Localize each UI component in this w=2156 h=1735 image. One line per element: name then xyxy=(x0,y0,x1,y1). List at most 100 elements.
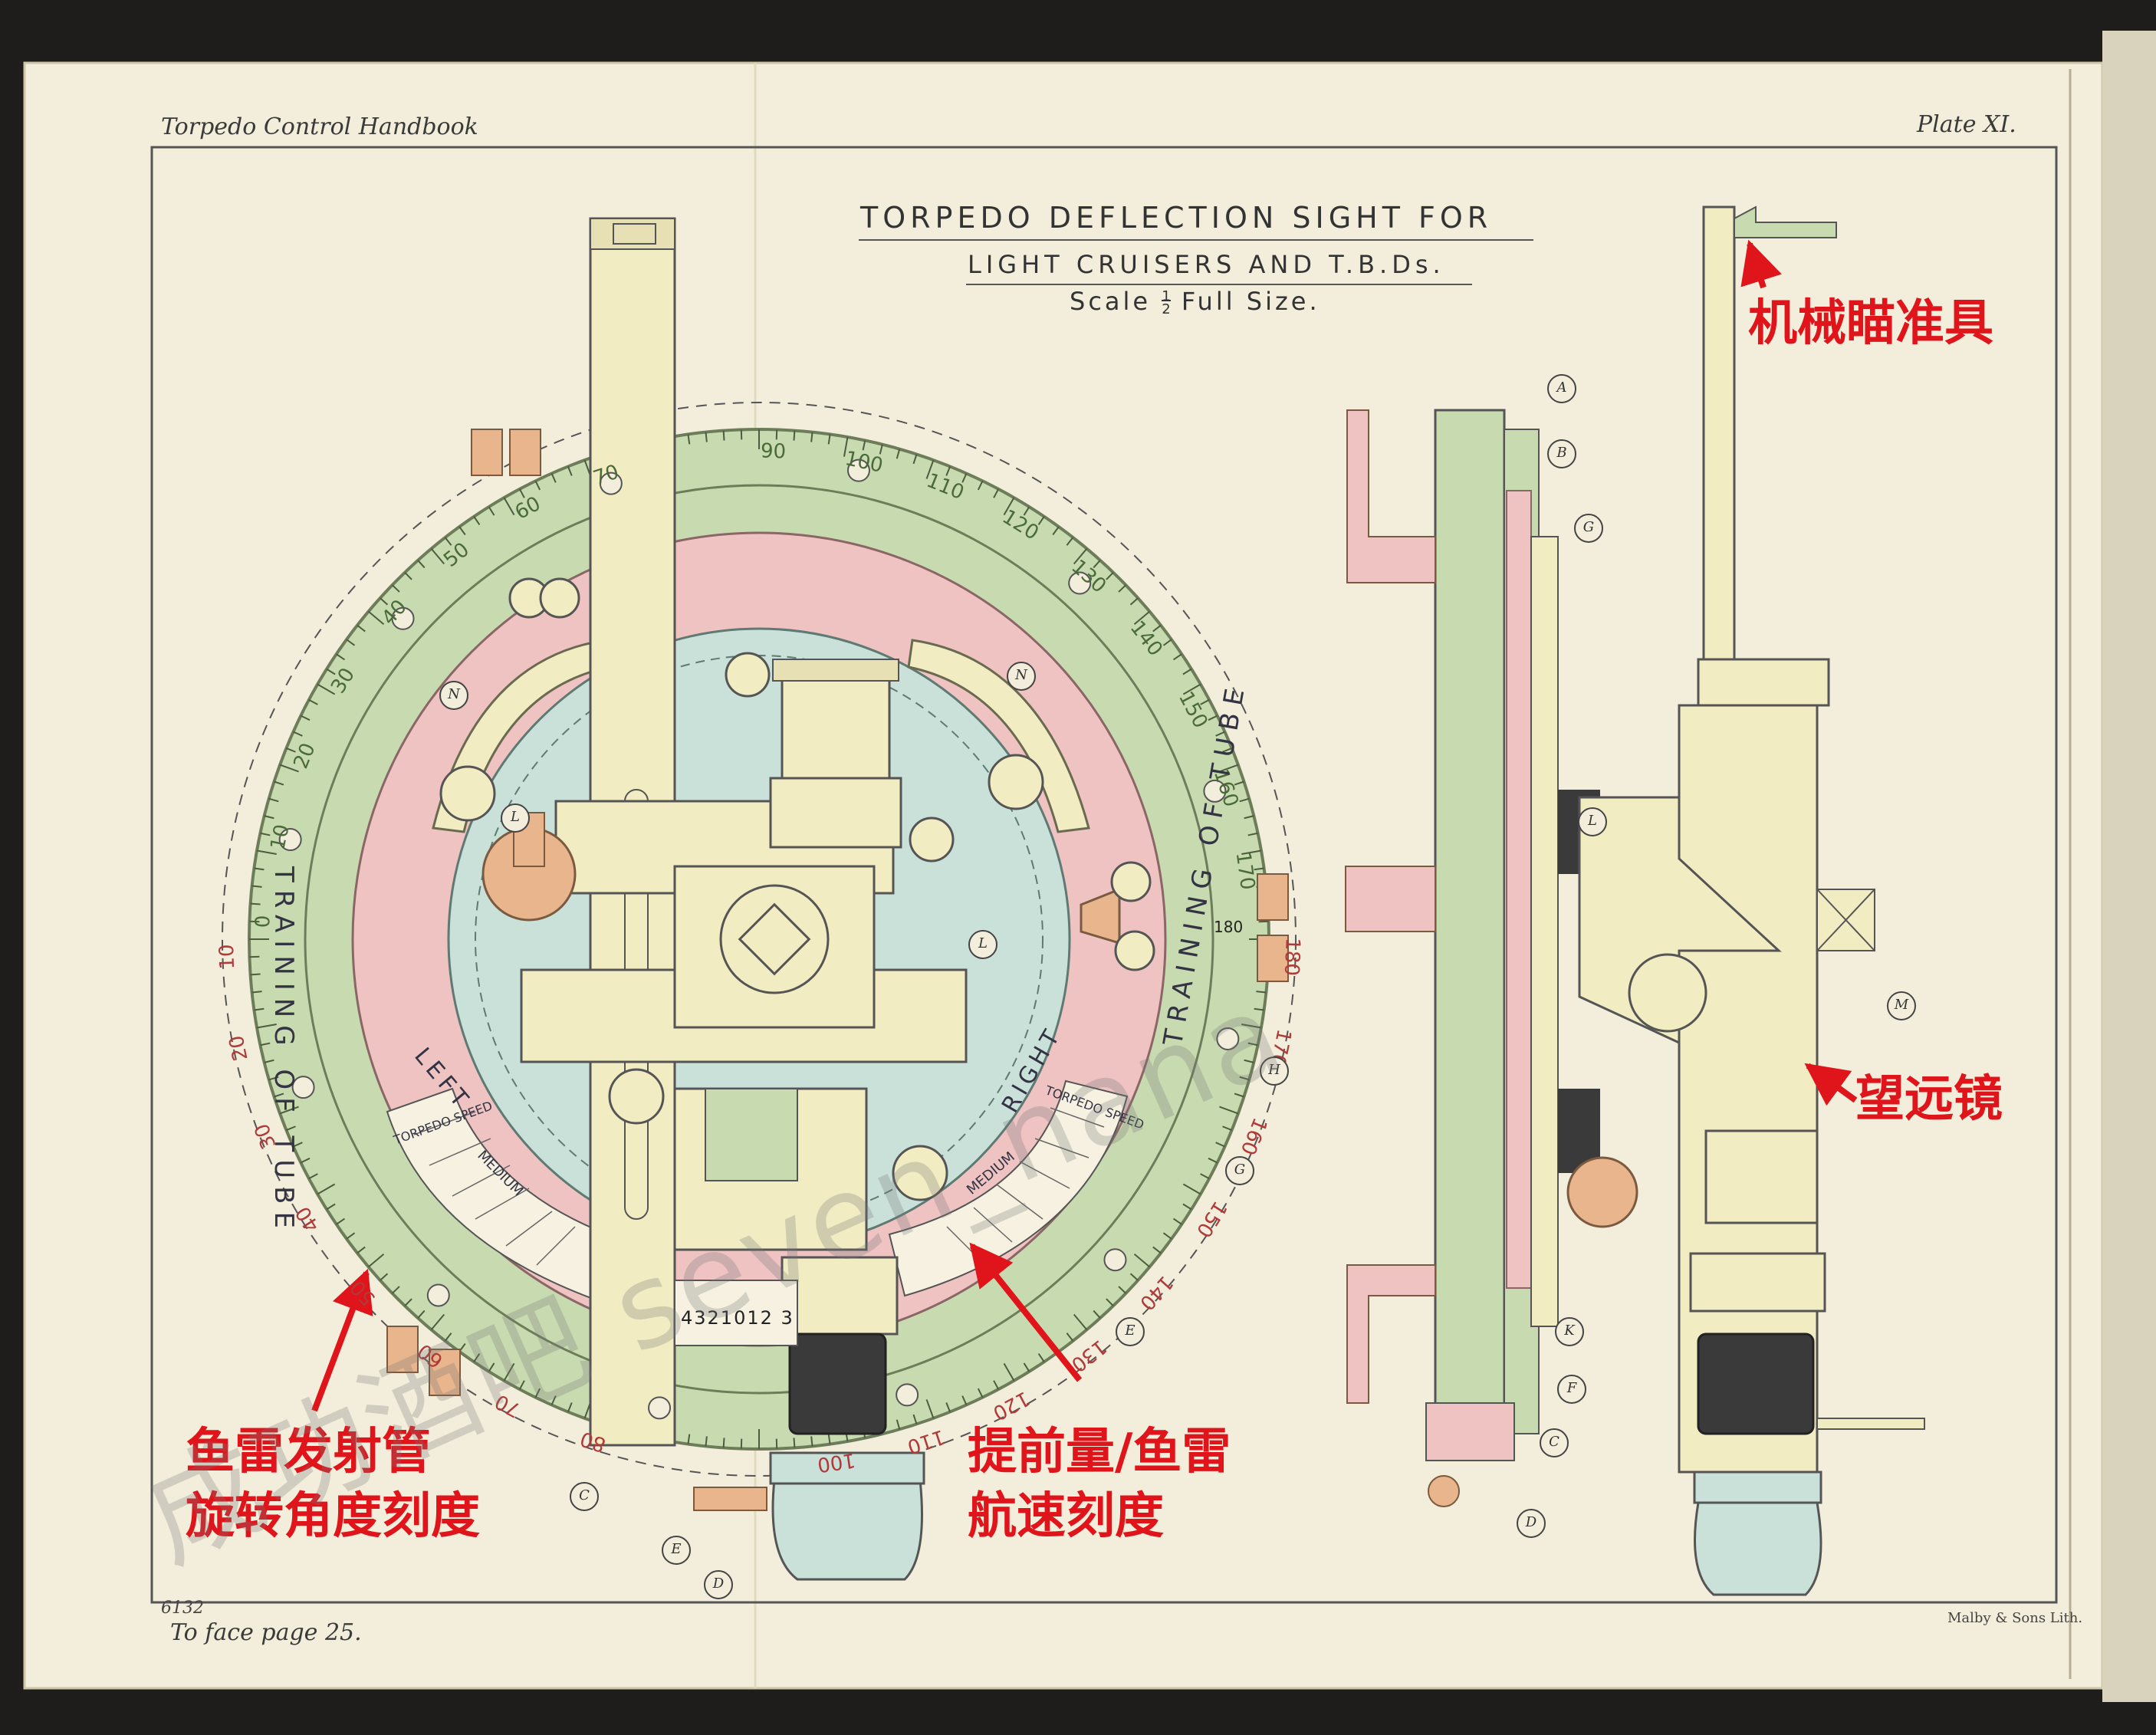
plate-code: 6132 xyxy=(161,1599,204,1618)
dial-tick xyxy=(827,1434,831,1444)
screw-head xyxy=(391,606,415,630)
dial-tick xyxy=(1023,1362,1030,1372)
part-label-a: A xyxy=(1547,374,1576,403)
dial-tick xyxy=(1247,832,1258,836)
dial-tick xyxy=(444,1332,452,1342)
dial-tick xyxy=(1219,1106,1239,1115)
dial-tick xyxy=(551,473,557,483)
title-line2: LIGHT CRUISERS AND T.B.Ds. xyxy=(968,250,1445,279)
dial-tick xyxy=(336,1217,346,1225)
dial-tick xyxy=(1182,668,1192,675)
part-label-e: E xyxy=(1116,1317,1145,1346)
part-label-n: N xyxy=(1007,662,1036,691)
dial-tick xyxy=(925,1399,935,1419)
annotation-speed-scale: 提前量/鱼雷 航速刻度 xyxy=(968,1424,1231,1545)
screw-head xyxy=(278,828,302,852)
dial-tick xyxy=(264,815,274,820)
dial-tick xyxy=(567,466,573,476)
dial-view xyxy=(222,217,1297,1581)
dial-tick xyxy=(293,731,303,737)
dial-tick xyxy=(268,1076,279,1081)
dial-tick xyxy=(705,1436,708,1447)
dial-tick xyxy=(1093,560,1101,569)
dial-tick xyxy=(1215,731,1225,737)
knurled-focus xyxy=(788,1332,887,1435)
dial-tick xyxy=(458,526,466,536)
dial-tick xyxy=(417,1309,426,1319)
dial-tick xyxy=(279,1106,299,1115)
dial-tick xyxy=(503,1362,515,1382)
dial-tick xyxy=(945,1402,951,1412)
dial-tick xyxy=(827,434,831,445)
dial-tick xyxy=(256,849,277,856)
screw-head xyxy=(291,1076,315,1099)
dial-tick xyxy=(912,454,918,465)
dial-tick xyxy=(260,1042,271,1047)
side-view xyxy=(1345,409,1638,1507)
dial-tick xyxy=(1222,1125,1232,1132)
dial-tick xyxy=(286,1125,296,1132)
dial-tick xyxy=(430,1313,445,1331)
dial-tick xyxy=(1037,516,1045,526)
drawing-frame xyxy=(150,146,2058,1604)
dial-tick xyxy=(279,764,299,773)
dial-tick xyxy=(473,516,481,526)
dial-tick xyxy=(925,459,935,479)
screw-head xyxy=(648,1396,672,1420)
dial-tick xyxy=(1208,1157,1218,1164)
dial-tick xyxy=(551,1395,557,1405)
dial-tick xyxy=(1247,1042,1258,1047)
dial-tick xyxy=(357,1246,366,1254)
part-label-l: L xyxy=(1578,807,1607,836)
dial-tick xyxy=(1162,639,1172,646)
dial-tick xyxy=(1254,867,1264,871)
dial-tick xyxy=(1106,1298,1114,1307)
bottom-key xyxy=(693,1487,767,1511)
mechanical-sight-vane xyxy=(1734,205,1837,238)
dial-tick xyxy=(404,571,412,580)
screw-head xyxy=(599,472,623,495)
dial-tick xyxy=(1118,584,1127,593)
dial-tick xyxy=(417,560,426,569)
dial-tick xyxy=(293,1142,303,1148)
arrow-mechanical-sight xyxy=(1740,239,1782,289)
dial-tick xyxy=(1152,1246,1162,1254)
annotation-mechanical-sight: 机械瞄准具 xyxy=(1748,295,1993,352)
dial-tick xyxy=(317,683,336,695)
title-rule xyxy=(859,239,1533,241)
dial-tick xyxy=(308,698,318,705)
dial-tick xyxy=(993,488,1000,498)
dial-tick xyxy=(722,1438,725,1448)
part-label-l: L xyxy=(968,930,997,959)
face-page: To face page 25. xyxy=(170,1619,362,1646)
dial-tick xyxy=(286,747,296,753)
dial-tick xyxy=(1073,1313,1088,1331)
dial-tick xyxy=(367,610,385,626)
dial-tick xyxy=(274,780,284,786)
telescope-knurl xyxy=(1697,1332,1815,1435)
dial-tick xyxy=(1239,1076,1250,1081)
dial-tick xyxy=(1219,764,1239,773)
dial-tick xyxy=(1256,991,1267,994)
dial-tick xyxy=(518,488,525,498)
dial-tick xyxy=(977,480,984,491)
book-title: Torpedo Control Handbook xyxy=(161,113,478,140)
dial-red-numeral: 180 xyxy=(1279,937,1304,977)
dial-tick xyxy=(300,715,311,721)
part-label-k: K xyxy=(1555,1317,1584,1346)
screw-head xyxy=(426,1283,450,1307)
dial-tick xyxy=(1200,698,1210,705)
dial-tick xyxy=(810,432,813,442)
screw-head xyxy=(846,458,870,482)
dial-tick xyxy=(961,1395,968,1405)
vernier-label: 4321012 3 xyxy=(681,1307,794,1329)
dial-tick xyxy=(534,480,541,491)
dial-tick xyxy=(367,1253,385,1268)
part-label-m: M xyxy=(1887,991,1916,1020)
dial-red-numeral-left: 10 xyxy=(215,944,240,971)
dial-tick xyxy=(1182,1203,1192,1211)
dial-tick xyxy=(1152,624,1162,633)
dial-tick xyxy=(1234,1093,1244,1098)
telescope-eyepiece-top xyxy=(1697,658,1830,707)
